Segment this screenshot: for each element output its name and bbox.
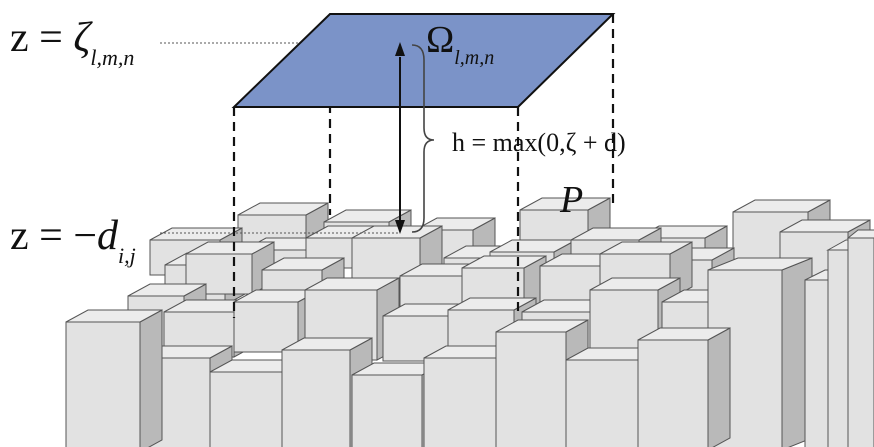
- block-front-face: [496, 332, 566, 447]
- omega-subscript: l,m,n: [454, 47, 494, 69]
- block-front-face: [234, 302, 298, 352]
- bed-elevation-label: z = −di,j: [10, 212, 136, 269]
- block-front-face: [848, 238, 874, 447]
- depth-equation-label: h = max(0,ζ + d): [452, 128, 626, 158]
- seabed-block: [66, 310, 162, 447]
- block-front-face: [66, 322, 140, 447]
- block-side-face: [140, 310, 162, 447]
- block-front-face: [638, 340, 708, 447]
- block-front-face: [828, 250, 848, 447]
- omega-symbol: Ω: [426, 19, 454, 61]
- block-side-face: [708, 328, 730, 447]
- block-front-face: [424, 358, 496, 447]
- seabed-block: [638, 328, 730, 447]
- bed-subscript: i,j: [118, 243, 136, 268]
- block-front-face: [352, 375, 422, 447]
- point-p-label: P: [560, 178, 583, 222]
- surface-subscript: l,m,n: [90, 45, 134, 70]
- seabed-block-field: [66, 198, 874, 447]
- block-front-face: [210, 372, 282, 447]
- d-symbol: d: [97, 213, 118, 259]
- cell-omega-label: Ωl,m,n: [426, 18, 494, 70]
- surface-eq-lhs: z =: [10, 15, 73, 61]
- block-front-face: [566, 360, 638, 447]
- block-front-face: [805, 280, 831, 447]
- zeta-symbol: ζ: [73, 15, 90, 61]
- block-front-face: [282, 350, 350, 447]
- surface-elevation-label: z = ζl,m,n: [10, 14, 134, 71]
- seabed-block: [848, 230, 874, 447]
- bed-eq-lhs: z = −: [10, 213, 97, 259]
